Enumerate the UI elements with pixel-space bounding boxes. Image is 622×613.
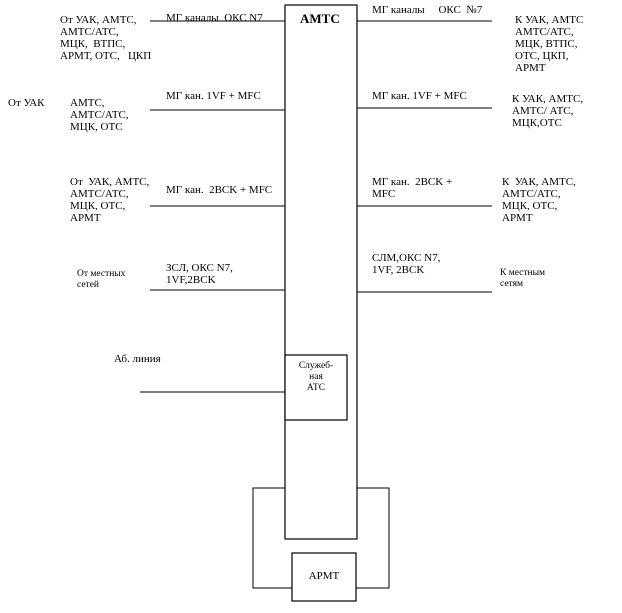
left-source-2-prefix: От УАК: [8, 97, 45, 109]
right-channel-1: МГ каналы ОКС №7: [372, 4, 483, 16]
right-channel-3: МГ кан. 2BCK + MFC: [372, 176, 453, 200]
armt-loop-left: [252, 487, 292, 589]
amts-label: АМТС: [300, 11, 340, 26]
left-channel-3: МГ кан. 2BCK + MFC: [166, 184, 273, 196]
left-source-2: АМТС, АМТС/АТС, МЦК, ОТС: [70, 97, 129, 133]
right-dest-2: К УАК, АМТС, АМТС/ АТС, МЦК,ОТС: [512, 93, 584, 129]
armt-label: АРМТ: [308, 570, 340, 582]
service-exchange-box: [284, 354, 348, 421]
left-channel-2: МГ кан. 1VF + MFC: [166, 90, 261, 102]
right-channel-2: МГ кан. 1VF + MFC: [372, 90, 467, 102]
left-source-3: От УАК, АМТС, АМТС/АТС, МЦК, ОТС, АРМТ: [70, 176, 150, 224]
amts-switch-box: [284, 4, 358, 540]
armt-box: [291, 552, 357, 602]
service-exchange-label: Служеб- ная АТС: [298, 361, 334, 393]
armt-loop-right: [356, 487, 390, 589]
left-source-5: Аб. линия: [114, 353, 161, 365]
left-source-1: От УАК, АМТС, АМТС/АТС, МЦК, ВТПС, АРМТ,…: [60, 14, 152, 62]
left-source-4: От местных сетей: [77, 269, 126, 290]
right-dest-3: К УАК, АМТС, АМТС/АТС, МЦК, ОТС, АРМТ: [502, 176, 576, 224]
left-channel-4: ЗСЛ, ОКС N7, 1VF,2BCK: [166, 262, 233, 286]
right-dest-1: К УАК, АМТС АМТС/АТС, МЦК, ВТПС, ОТС, ЦК…: [515, 14, 584, 74]
right-channel-4: СЛМ,ОКС N7, 1VF, 2BCK: [372, 252, 441, 276]
left-channel-1: МГ каналы ОКС N7: [166, 12, 263, 24]
right-dest-4: К местным сетям: [500, 268, 546, 289]
